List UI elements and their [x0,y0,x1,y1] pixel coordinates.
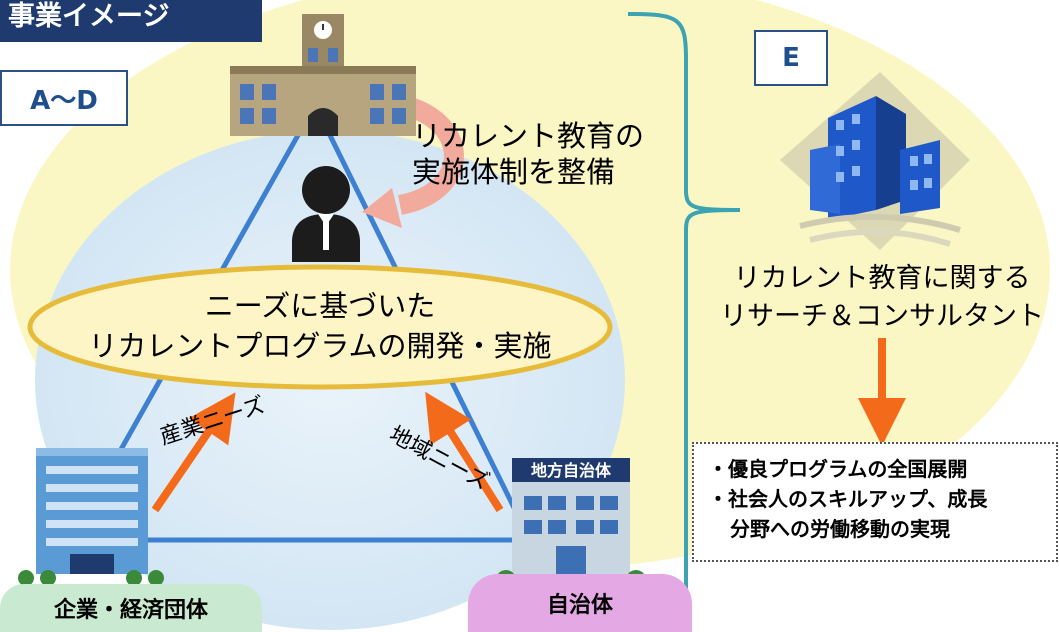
company-building-icon [18,448,164,586]
program-text: ニーズに基づいた リカレントプログラムの開発・実施 [60,286,580,366]
university-building-icon [230,14,416,136]
label-a-to-d: A〜D [0,70,128,126]
outcome-box: ・優良プログラムの全国展開 ・社会人のスキルアップ、成長 分野への労働移動の実現 [692,442,1058,562]
research-line-1: リカレント教育に関する [733,263,1031,294]
page-title: 事業イメージ [0,0,262,42]
industry-needs-arrow [151,392,236,513]
infrastructure-line-2: 実施体制を整備 [412,155,616,189]
label-e: E [754,30,828,86]
gov-sign: 地方自治体 [531,461,612,480]
outcome-line-1: ・優良プログラムの全国展開 [708,457,968,481]
municipal-office-icon: 地方自治体 [496,458,646,590]
research-text: リカレント教育に関する リサーチ＆コンサルタント [704,260,1059,336]
companies-label: 企業・経済団体 [0,584,262,632]
infrastructure-line-1: リカレント教育の [412,119,645,153]
program-ellipse [27,264,613,390]
regional-needs-arrow [425,391,504,513]
person-icon [292,166,360,262]
research-line-2: リサーチ＆コンサルタント [720,301,1044,332]
program-line-2: リカレントプログラムの開発・実施 [88,329,552,363]
outcome-line-3: 分野への労働移動の実現 [730,517,950,541]
infrastructure-text: リカレント教育の 実施体制を整備 [412,118,644,190]
municipality-label: 自治体 [468,574,692,632]
outcome-line-2: ・社会人のスキルアップ、成長 [708,487,988,511]
program-line-1: ニーズに基づいた [204,289,436,323]
consulting-office-icon [780,72,970,250]
